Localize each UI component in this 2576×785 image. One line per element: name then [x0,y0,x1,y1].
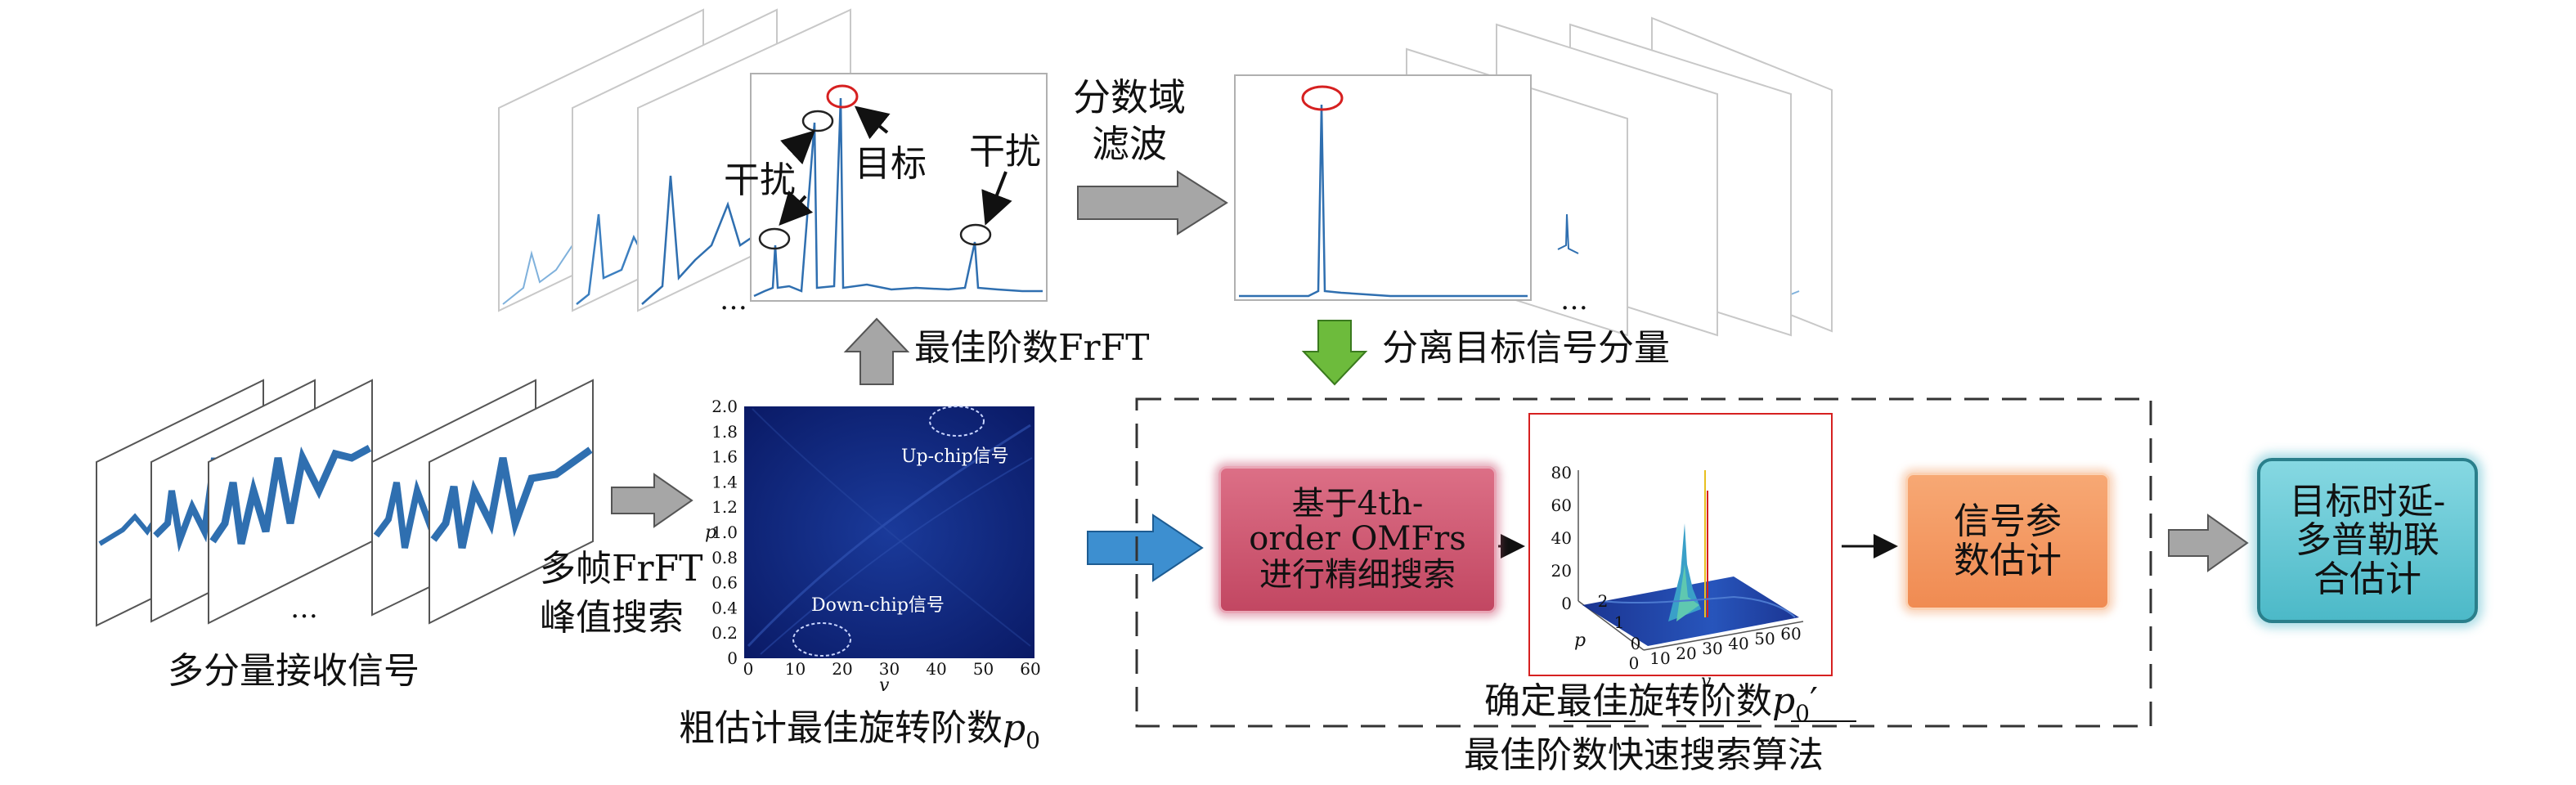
label-multi-frame-line2: 峰值搜索 [540,597,684,639]
up-chip-circle [929,406,985,437]
surface-z-tick: 80 [1551,463,1572,482]
heatmap-x-tick: 40 [926,659,946,679]
heatmap-y-tick: 0.8 [711,548,738,567]
label-filter-line2: 滤波 [1092,122,1167,166]
frft-frames-left [498,8,851,312]
surface-v-tick: 10 [1649,648,1670,668]
filter-arrow [1077,170,1228,236]
surface-v-tick: 30 [1702,639,1722,658]
heatmap-y-tick: 0.2 [711,623,738,643]
down-chip-circle [792,622,851,657]
label-interference-right: 干扰 [969,131,1041,173]
label-determine-order: 确定最佳旋转阶数p0′ [1484,680,1818,727]
heatmap-y-tick: 0 [727,648,738,668]
surface-z-tick: 40 [1551,528,1572,548]
best-order-arrow [843,317,910,385]
surface-p-tick: 1 [1614,612,1625,632]
surface-v-tick: 60 [1780,624,1801,644]
refine-search-box: 基于4th- order OMFrs 进行精细搜索 [1218,466,1497,613]
surface-v-ticks: 0 10 20 30 40 50 60 [1629,624,1802,673]
down-chip-label: Down-chip信号 [811,595,945,616]
pointer-arrow [779,190,814,226]
heatmap-y-tick: 1.0 [711,523,738,542]
target-circle [826,84,859,109]
surface-v-tick: 50 [1754,629,1775,648]
to-heatmap-arrow [611,473,693,528]
spectrum-trace [753,97,1043,298]
surface-p-tick: 0 [1631,634,1641,653]
heatmap-y-tick: 2.0 [711,397,738,416]
ellipsis-bottom: … [290,592,318,625]
heatmap-y-tick: 1.6 [711,447,738,467]
surface-p-ticks: 210 [1598,591,1641,653]
to-joint-arrow [2168,514,2249,572]
label-filter-line1: 分数域 [1073,75,1186,119]
heatmap-y-tick: 1.2 [711,497,738,517]
heatmap-x-tick: 10 [785,659,806,679]
surface-z-tick: 20 [1551,561,1572,581]
heatmap-y-label: p [705,523,716,543]
filtered-spectrum-front [1234,74,1532,301]
surface-v-tick: 0 [1629,653,1640,673]
heatmap-x-label: v [879,675,890,696]
order-heatmap: Up-chip信号 Down-chip信号 [744,406,1034,658]
heatmap-x-ticks: 0 10 20 30 40 50 60 [743,659,1041,679]
surface-z-tick: 0 [1561,594,1572,613]
heatmap-y-tick: 1.4 [711,472,738,491]
surface-v-tick: 20 [1676,644,1696,663]
surface-v-label: v [1701,671,1712,692]
surface-z-tick: 60 [1551,496,1572,515]
surface-plot [1528,413,1833,676]
ellipsis-right: … [1560,284,1588,316]
param-estimation-box: 信号参 数估计 [1905,473,2110,610]
label-multi-frame-line1: 多帧FrFT [540,548,702,590]
separate-arrow [1301,320,1368,386]
joint-estimation-box: 目标时延- 多普勒联 合估计 [2257,458,2478,623]
label-interference-left: 干扰 [724,159,796,201]
heatmap-x-tick: 50 [973,659,994,679]
heatmap-y-tick: 1.8 [711,422,738,442]
surface-p-tick: 2 [1598,591,1609,611]
surface-z-ticks: 80 60 40 20 0 [1551,463,1572,613]
received-signal-frames [96,379,594,627]
heatmap-x-tick: 60 [1020,659,1040,679]
label-coarse-estimate: 粗估计最佳旋转阶数p0 [679,707,1040,754]
interference-circle-mid [801,110,834,132]
surface-p-label: p [1574,630,1586,651]
heatmap-y-ticks: 2.0 1.8 1.6 1.4 1.2 1.0 0.8 0.6 0.4 0.2 0 [711,397,738,668]
label-multi-component: 多分量接收信号 [168,650,420,692]
surface-v-tick: 40 [1728,634,1748,653]
heatmap-x-tick: 0 [743,659,754,679]
fast-search-region [1135,397,2152,728]
heatmap-x-tick: 30 [879,659,900,679]
interference-circle-right [959,223,992,246]
pointer-arrow [780,130,815,165]
heatmap-y-tick: 0.6 [711,573,738,593]
pointer-arrow [981,171,1012,226]
label-separate-target: 分离目标信号分量 [1382,327,1670,369]
up-chip-label: Up-chip信号 [901,446,1009,467]
to-algorithm-arrow [1087,514,1204,582]
filtered-target-circle [1301,85,1344,111]
heatmap-y-tick: 0.4 [711,598,738,617]
ellipsis-left: … [720,284,747,316]
interference-circle-left [758,227,791,250]
filtered-trace [1239,104,1528,298]
label-target: 目标 [855,143,927,185]
label-fast-search: 最佳阶数快速搜索算法 [1464,734,1824,776]
pointer-arrow [854,105,891,140]
heatmap-x-tick: 20 [832,659,852,679]
label-best-order-frft: 最佳阶数FrFT [914,327,1149,369]
frft-spectrum-front [750,73,1048,302]
